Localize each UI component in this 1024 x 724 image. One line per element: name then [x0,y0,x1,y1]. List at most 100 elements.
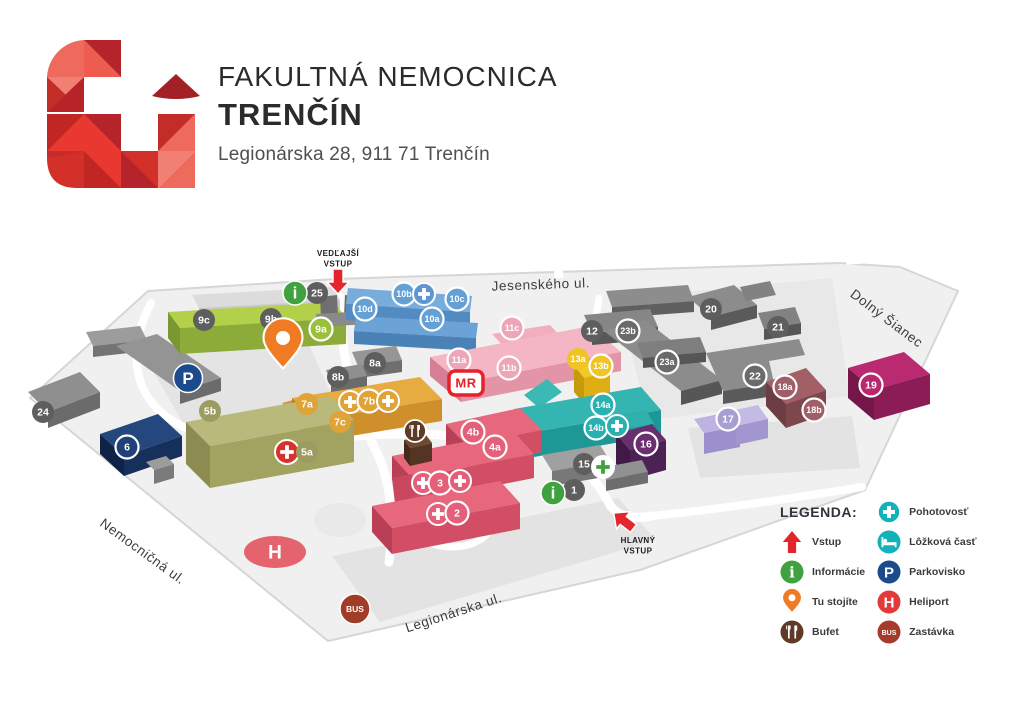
marker-10c: 10c [444,286,470,312]
marker-10a: 10a [419,306,445,332]
svg-text:13b: 13b [593,361,609,371]
marker-8b: 8b [327,366,349,388]
info-icon: i [780,560,804,584]
svg-text:23a: 23a [659,357,675,367]
marker-5b: 5b [199,400,221,422]
marker-21: 21 [767,316,789,338]
marker-7a: 7a [296,393,318,415]
marker-8a: 8a [364,352,386,374]
svg-text:4b: 4b [467,427,479,439]
svg-text:P: P [884,565,894,582]
svg-text:7b: 7b [363,396,375,408]
marker-18a: 18a [772,374,798,400]
marker-15: 15 [573,453,595,475]
marker-9c: 9c [193,309,215,331]
svg-text:10b: 10b [396,289,412,299]
marker-plus [605,414,629,438]
svg-text:18a: 18a [777,382,793,392]
svg-text:9c: 9c [198,315,210,327]
legend-item-heliport: H Heliport [877,587,976,617]
marker-20: 20 [700,298,722,320]
legend-right-column: Pohotovosť Lôžková časť P Parkovisko H H… [877,497,977,647]
legend: LEGENDA: Vstup i Informácie Tu stojíte [780,497,977,647]
svg-text:17: 17 [722,414,734,426]
svg-text:BUS: BUS [882,630,897,637]
marker-22: 22 [742,363,768,389]
marker-arrow [325,268,351,296]
logo-mosaic [47,40,200,188]
marker-4b: 4b [460,419,486,445]
marker-2: 2 [444,500,470,526]
svg-text:10d: 10d [357,304,373,314]
legend-item-informacie: i Informácie [780,557,865,587]
svg-text:HLAVNÝ: HLAVNÝ [621,536,656,545]
svg-text:6: 6 [124,442,130,454]
building-17 [694,405,768,454]
legend-item-tu-stojite: Tu stojíte [780,587,865,617]
marker-7c: 7c [329,411,351,433]
svg-text:16: 16 [640,439,652,451]
marker-11a: 11a [446,347,472,373]
svg-text:14b: 14b [588,423,604,433]
marker-9a: 9a [308,316,334,342]
svg-text:20: 20 [705,304,717,316]
bus-icon: BUS [877,620,901,644]
svg-text:8b: 8b [332,372,344,384]
marker-4a: 4a [482,434,508,460]
svg-text:3: 3 [437,478,443,490]
svg-text:5a: 5a [301,447,313,459]
svg-text:14a: 14a [595,400,611,410]
svg-text:1: 1 [571,485,577,497]
marker-P: P [172,362,204,394]
svg-text:19: 19 [865,380,877,392]
marker-25: 25 [306,282,328,304]
svg-text:11a: 11a [452,355,468,365]
marker-i: i [282,280,308,306]
svg-text:H: H [268,543,282,564]
svg-text:i: i [789,564,795,582]
svg-text:8a: 8a [369,358,381,370]
svg-text:10a: 10a [424,314,440,324]
marker-16: 16 [633,431,659,457]
heliport-icon: H [877,590,901,614]
svg-text:7c: 7c [334,417,346,429]
marker-14b: 14b [583,415,609,441]
marker-19: 19 [858,372,884,398]
marker-23a: 23a [654,349,680,375]
svg-text:VEDĽAJŠÍ: VEDĽAJŠÍ [317,249,360,258]
legend-item-zastavka: BUS Zastávka [877,617,976,647]
svg-text:13a: 13a [570,354,586,364]
legend-item-lozkova-cast: Lôžková časť [877,527,977,557]
svg-text:P: P [182,369,193,388]
svg-text:23b: 23b [620,326,636,336]
marker-plus [338,390,362,414]
header-title-block: FAKULTNÁ NEMOCNICA TRENČÍN Legionárska 2… [218,61,558,166]
marker-1: 1 [563,479,585,501]
legend-left-column: LEGENDA: Vstup i Informácie Tu stojíte [780,497,865,647]
parking-icon: P [877,560,901,584]
marker-10d: 10d [352,296,378,322]
marker-plus [448,469,472,493]
marker-3: 3 [427,470,453,496]
svg-text:18b: 18b [806,405,822,415]
bed-icon [877,530,901,554]
marker-plus_inv [591,455,615,479]
marker-7b: 7b [356,388,382,414]
hospital-name-line2: TRENČÍN [218,96,363,132]
legend-title: LEGENDA: [780,504,858,520]
svg-text:25: 25 [311,288,323,300]
svg-text:12: 12 [586,326,598,338]
legend-item-vstup: Vstup [780,527,865,557]
svg-text:i: i [551,484,556,503]
svg-text:11c: 11c [505,323,520,333]
svg-text:22: 22 [749,371,761,383]
marker-11c: 11c [499,315,525,341]
marker-MR: MR [447,369,485,397]
marker-12: 12 [581,320,603,342]
marker-5a: 5a [296,441,318,463]
svg-text:10c: 10c [449,294,464,304]
